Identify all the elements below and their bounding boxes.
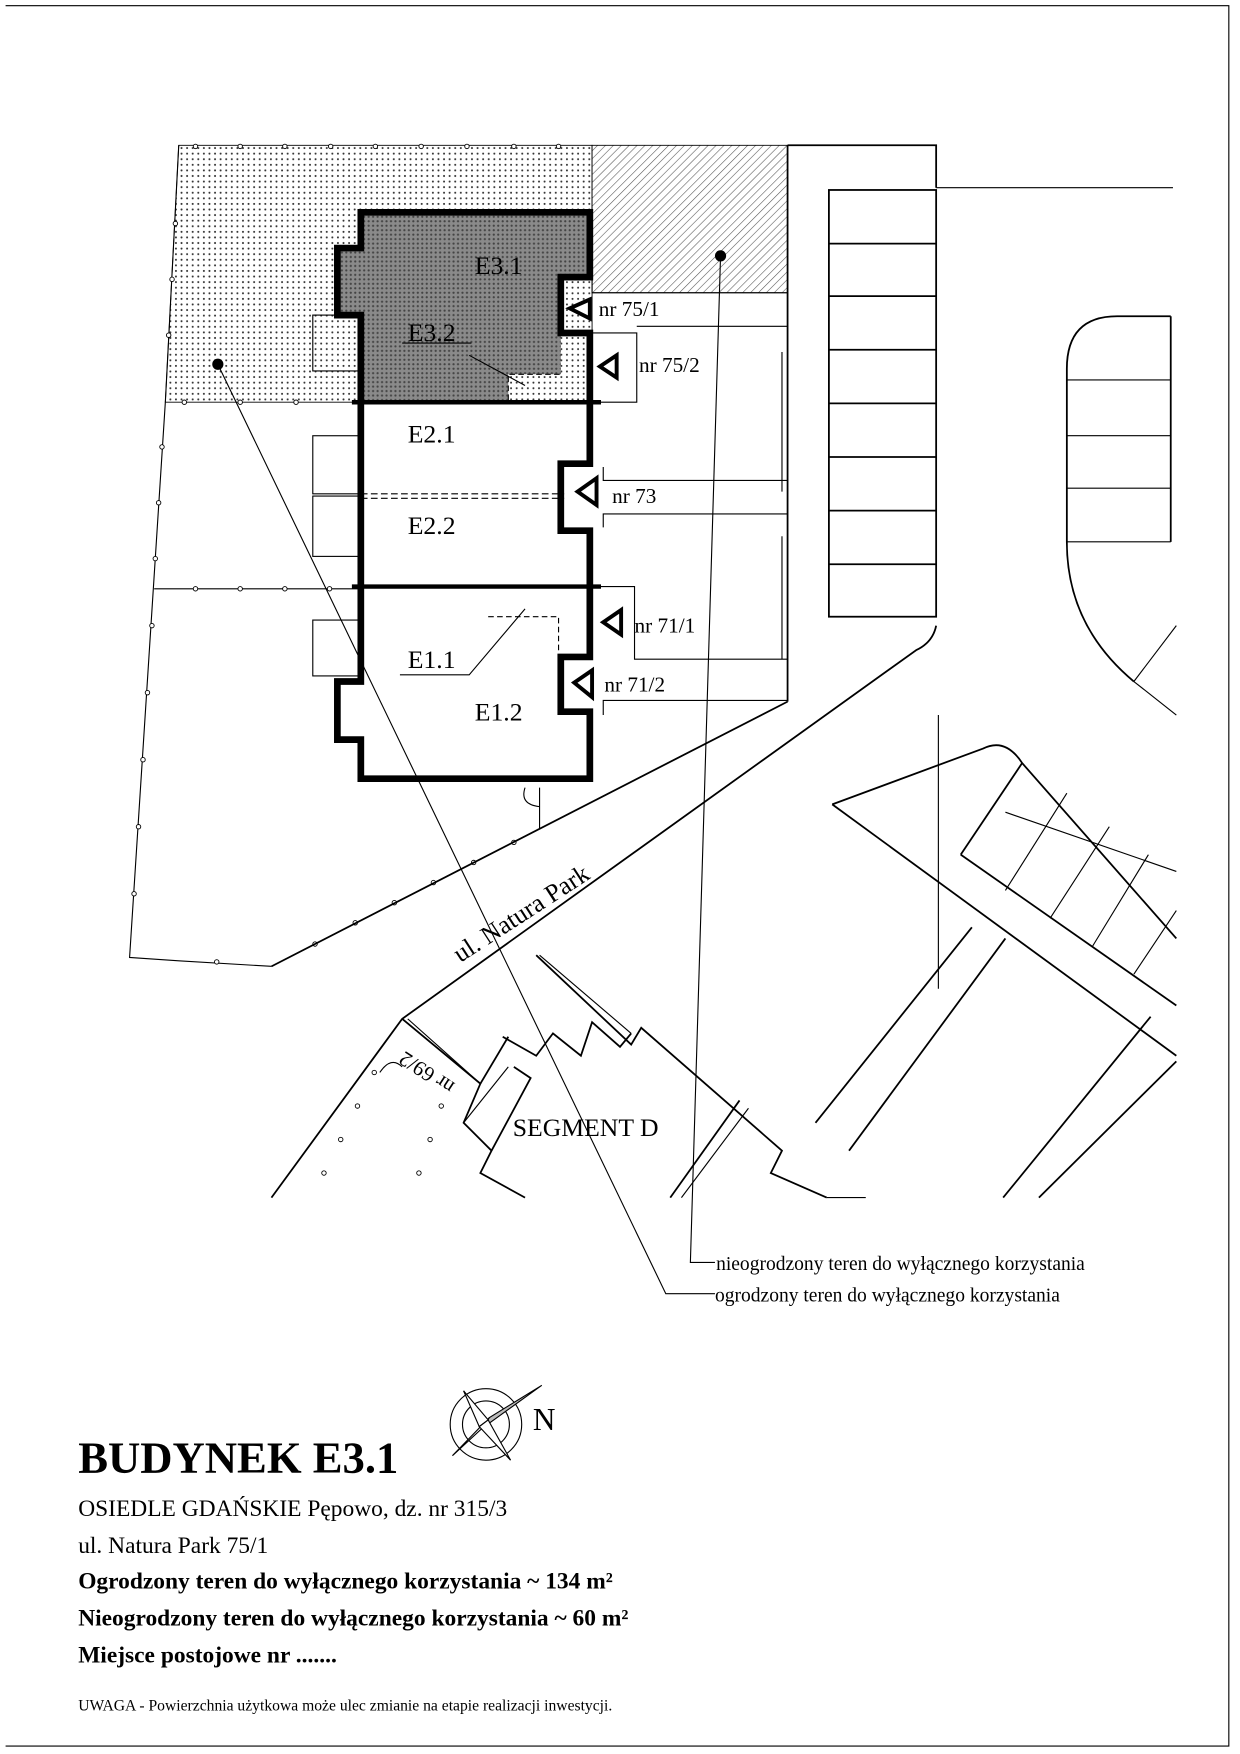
building-outline — [334, 208, 594, 783]
unit-dividers — [351, 342, 602, 676]
sheet-frame — [5, 5, 1230, 1747]
legend-unfenced: nieogrodzony teren do wyłącznego korzyst… — [716, 1254, 1085, 1275]
unfenced-area-text: Nieogrodzony teren do wyłącznego korzyst… — [78, 1605, 628, 1631]
unit-label-e1-2: E1.2 — [475, 698, 523, 727]
parking-round — [1065, 315, 1177, 716]
legend-fenced: ogrodzony teren do wyłącznego korzystani… — [715, 1286, 1060, 1307]
fenced-area-text: Ogrodzony teren do wyłącznego korzystani… — [78, 1569, 613, 1595]
legend-leaders — [212, 250, 727, 1295]
segment-label: SEGMENT D — [513, 1113, 659, 1142]
entrance-label-75-2: nr 75/2 — [639, 353, 700, 377]
unfenced-area — [591, 144, 789, 294]
building-title: BUDYNEK E3.1 — [78, 1432, 398, 1482]
parking-row-right — [781, 144, 1173, 702]
segment-d-building — [379, 715, 1177, 1199]
entrance-label-71-2: nr 71/2 — [604, 673, 665, 697]
unit-label-e2-1: E2.1 — [408, 419, 456, 448]
unit-label-e1-1: E1.1 — [408, 645, 456, 674]
entrance-label-69-2: nr 69/2 — [395, 1046, 459, 1099]
entrance-paths — [591, 274, 788, 716]
entrance-label-73: nr 73 — [612, 484, 656, 508]
unit-label-e2-2: E2.2 — [408, 511, 456, 540]
parking-text: Miejsce postojowe nr ....... — [78, 1642, 337, 1668]
north-arrow-icon — [449, 1384, 543, 1461]
road-natura-park — [270, 625, 1177, 1199]
north-label: N — [533, 1402, 556, 1437]
street-label: ul. Natura Park — [448, 859, 595, 968]
unit-label-e3-2: E3.2 — [408, 318, 456, 347]
entrance-label-71-1: nr 71/1 — [635, 613, 696, 637]
entrance-arrows — [565, 296, 624, 702]
address-text: ul. Natura Park 75/1 — [78, 1533, 268, 1559]
unit-e3-1-fill — [337, 212, 590, 400]
location-text: OSIEDLE GDAŃSKIE Pępowo, dz. nr 315/3 — [78, 1496, 507, 1522]
note-text: UWAGA - Powierzchnia użytkowa może ulec … — [78, 1697, 612, 1714]
unit-label-e3-1: E3.1 — [475, 251, 523, 280]
entrance-label-75-1: nr 75/1 — [599, 297, 660, 321]
